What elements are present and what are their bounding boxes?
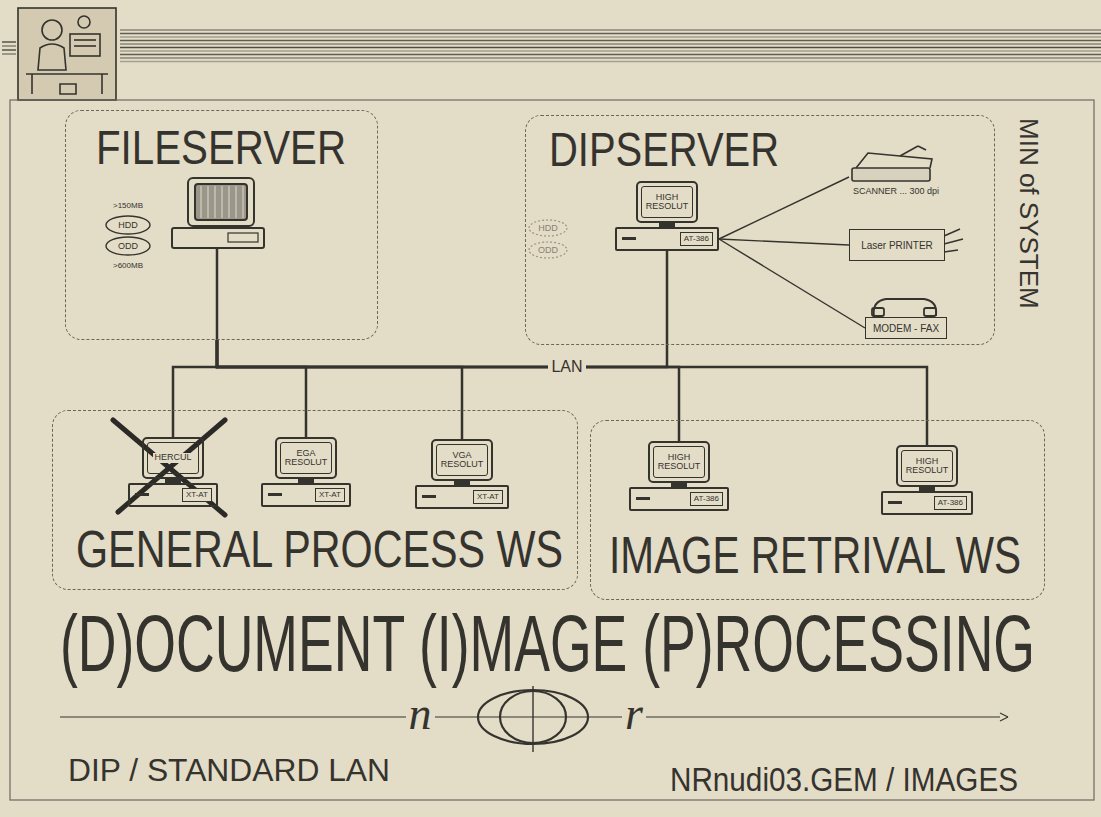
server-computer: HIGH RESOLUT AT-386 bbox=[615, 181, 719, 251]
workstation-computer: HERCUL XT-AT bbox=[128, 437, 218, 507]
monitor: HERCUL bbox=[142, 437, 204, 479]
footer-note: NRnudi03.GEM / IMAGES bbox=[670, 762, 1018, 796]
system-unit: XT-AT bbox=[128, 483, 218, 507]
device-cable bbox=[719, 239, 849, 245]
monitor-screen: HIGH RESOLUT bbox=[653, 446, 705, 478]
lan-cable bbox=[217, 340, 462, 439]
system-unit: XT-AT bbox=[261, 483, 351, 507]
lan-cable bbox=[217, 340, 679, 441]
monitor-screen: HERCUL bbox=[147, 442, 199, 474]
group-heading: IMAGE RETRIVAL WS bbox=[609, 529, 1021, 581]
system-unit: AT-386 bbox=[881, 491, 973, 515]
device-cable bbox=[719, 177, 849, 239]
group-heading: GENERAL PROCESS WS bbox=[76, 523, 563, 575]
device-cable bbox=[719, 239, 865, 328]
monitor-screen: VGA RESOLUT bbox=[436, 444, 488, 476]
header-stripes bbox=[2, 30, 1101, 62]
screen-text: HIGH RESOLUT bbox=[902, 457, 952, 476]
drive-label: HDD bbox=[118, 221, 138, 230]
model-label: AT-386 bbox=[934, 496, 967, 510]
capacity-label: >600MB bbox=[113, 262, 143, 270]
screen-text: HIGH RESOLUT bbox=[654, 453, 704, 472]
screen-text: VGA RESOLUT bbox=[437, 451, 487, 470]
slide-frame bbox=[10, 100, 1094, 800]
lan-cable bbox=[173, 340, 217, 437]
scanner-device: SCANNER ... 300 dpi bbox=[849, 151, 991, 203]
logo-letter: r bbox=[622, 691, 646, 737]
footer-note: DIP / STANDARD LAN bbox=[68, 754, 390, 786]
drive-label: HDD bbox=[538, 224, 558, 233]
model-label: AT-386 bbox=[690, 492, 723, 506]
system-unit: AT-386 bbox=[615, 227, 719, 251]
monitor: HIGH RESOLUT bbox=[636, 181, 698, 223]
lan-cable bbox=[217, 340, 306, 437]
logo-letter: n bbox=[406, 691, 435, 737]
drive-label: ODD bbox=[538, 246, 558, 255]
workstation-group: GENERAL PROCESS WSHERCULXT-ATEGA RESOLUT… bbox=[52, 410, 578, 590]
model-label: AT-386 bbox=[680, 232, 713, 246]
model-label: XT-AT bbox=[182, 488, 212, 502]
drive-slot bbox=[135, 493, 149, 496]
telephone-handset bbox=[872, 299, 936, 316]
screen-text: EGA RESOLUT bbox=[281, 449, 331, 468]
dipserver-disks bbox=[529, 220, 567, 258]
monitor: VGA RESOLUT bbox=[431, 439, 493, 481]
system-unit: XT-AT bbox=[415, 485, 509, 509]
drive-slot bbox=[622, 237, 636, 240]
monitor-screen: EGA RESOLUT bbox=[280, 442, 332, 474]
device-label: Laser PRINTER bbox=[861, 240, 933, 251]
screen-text: HERCUL bbox=[153, 453, 192, 462]
scanner-drawing bbox=[852, 146, 932, 181]
nor-logo bbox=[60, 686, 1008, 752]
drive-slot bbox=[888, 501, 902, 504]
workstation-computer: HIGH RESOLUT AT-386 bbox=[881, 445, 973, 515]
screen-text: HIGH RESOLUT bbox=[642, 193, 692, 212]
network-label: LAN bbox=[548, 359, 585, 375]
drive-slot bbox=[636, 497, 650, 500]
monitor: HIGH RESOLUT bbox=[896, 445, 958, 487]
group-heading: FILESERVER bbox=[96, 124, 346, 172]
slide-title: (D)OCUMENT (I)MAGE (P)ROCESSING bbox=[60, 604, 1035, 684]
capacity-label: >150MB bbox=[113, 202, 143, 210]
corner-icon bbox=[18, 8, 116, 100]
lan-cable bbox=[217, 340, 927, 445]
monitor-screen: HIGH RESOLUT bbox=[641, 186, 693, 218]
device-label: MODEM - FAX bbox=[873, 323, 939, 334]
monitor: EGA RESOLUT bbox=[275, 437, 337, 479]
cross-out-mark bbox=[113, 420, 225, 515]
modem-box: MODEM - FAX bbox=[865, 317, 947, 339]
model-label: XT-AT bbox=[473, 490, 503, 504]
lan-cable bbox=[217, 251, 667, 367]
printer-box: Laser PRINTER bbox=[849, 229, 945, 261]
device-label: SCANNER ... 300 dpi bbox=[853, 187, 939, 197]
group-heading: DIPSERVER bbox=[549, 126, 779, 174]
workstation-computer: EGA RESOLUT XT-AT bbox=[261, 437, 351, 507]
drive-label: ODD bbox=[118, 242, 138, 251]
server-group: DIPSERVER HIGH RESOLUT AT-386 SCANNER ... 3… bbox=[525, 115, 995, 345]
monitor-screen: HIGH RESOLUT bbox=[901, 450, 953, 482]
system-unit: AT-386 bbox=[629, 487, 729, 511]
workstation-computer: HIGH RESOLUT AT-386 bbox=[629, 441, 729, 511]
printer-paper bbox=[944, 229, 963, 252]
side-note: MIN of SYSTEM bbox=[1016, 118, 1042, 309]
drive-slot bbox=[422, 495, 436, 498]
drive-slot bbox=[268, 493, 282, 496]
fileserver-computer bbox=[106, 178, 264, 340]
workstation-group: IMAGE RETRIVAL WSHIGH RESOLUTAT-386HIGH … bbox=[590, 420, 1045, 600]
model-label: XT-AT bbox=[315, 488, 345, 502]
workstation-computer: VGA RESOLUT XT-AT bbox=[415, 439, 509, 509]
monitor: HIGH RESOLUT bbox=[648, 441, 710, 483]
server-group: FILESERVER bbox=[65, 110, 378, 340]
